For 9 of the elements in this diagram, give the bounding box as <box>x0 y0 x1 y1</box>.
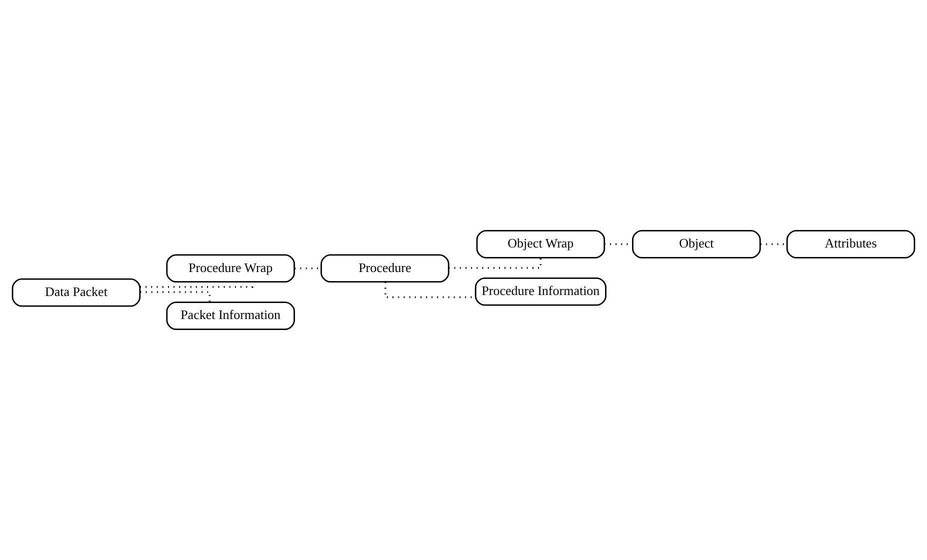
node-box: Attributes <box>786 230 916 258</box>
node-box: Procedure Information <box>474 277 606 306</box>
node-box: Packet Information <box>166 302 295 330</box>
node-box: Procedure <box>320 254 450 283</box>
node-box: Data Packet <box>12 278 141 307</box>
node-box: Object Wrap <box>476 230 606 258</box>
node-box: Procedure Wrap <box>166 254 295 283</box>
connector <box>140 291 211 302</box>
node-box: Object <box>632 230 761 258</box>
